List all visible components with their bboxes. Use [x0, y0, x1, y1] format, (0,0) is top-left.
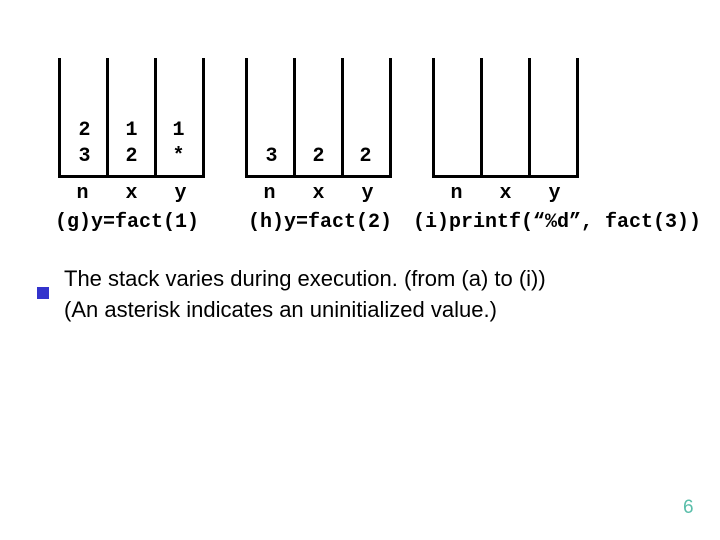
stack-caption-i: (i)printf(“%d”, fact(3))	[413, 211, 702, 234]
stack-cell: 1	[172, 119, 185, 142]
column-divider	[154, 58, 157, 175]
column-label: n	[263, 182, 276, 205]
column-label: y	[361, 182, 374, 205]
column-labels-i: n x y	[432, 183, 579, 205]
column-label: y	[174, 182, 187, 205]
stack-cell: 2	[78, 119, 91, 142]
stack-cell: 1	[125, 119, 138, 142]
stack-values: 2 1 1 3 2 *	[61, 118, 202, 170]
stack-row: 3 2 *	[61, 144, 202, 170]
column-divider	[480, 58, 483, 175]
column-divider	[293, 58, 296, 175]
stack-cell: 2	[312, 145, 325, 168]
column-label: y	[548, 182, 561, 205]
column-label: n	[450, 182, 463, 205]
stack-caption-h: (h)y=fact(2)	[248, 211, 393, 234]
stack-cell: 2	[125, 145, 138, 168]
stack-caption-g: (g)y=fact(1)	[55, 211, 200, 234]
column-label: x	[499, 182, 512, 205]
column-label: x	[125, 182, 138, 205]
stack-cell: 3	[265, 145, 278, 168]
stack-cell: 3	[78, 145, 91, 168]
bullet-line-2: (An asterisk indicates an uninitialized …	[64, 297, 497, 322]
stack-frame-diagram-i	[432, 58, 579, 178]
stack-frame-diagram-g: 2 1 1 3 2 *	[58, 58, 205, 178]
bullet-square-icon	[37, 287, 49, 299]
stack-cell: *	[172, 145, 185, 168]
column-divider	[106, 58, 109, 175]
stack-frame-diagram-h: 3 2 2	[245, 58, 392, 178]
bullet-line-1: The stack varies during execution. (from…	[64, 266, 546, 291]
column-label: n	[76, 182, 89, 205]
column-divider	[341, 58, 344, 175]
column-labels-g: n x y	[58, 183, 205, 205]
column-label: x	[312, 182, 325, 205]
stack-values: 3 2 2	[248, 144, 389, 170]
column-divider	[528, 58, 531, 175]
stack-cell: 2	[359, 145, 372, 168]
stack-row: 3 2 2	[248, 144, 389, 170]
page-number: 6	[683, 497, 694, 518]
bullet-paragraph: The stack varies during execution. (from…	[64, 263, 714, 325]
stack-row: 2 1 1	[61, 118, 202, 144]
column-labels-h: n x y	[245, 183, 392, 205]
